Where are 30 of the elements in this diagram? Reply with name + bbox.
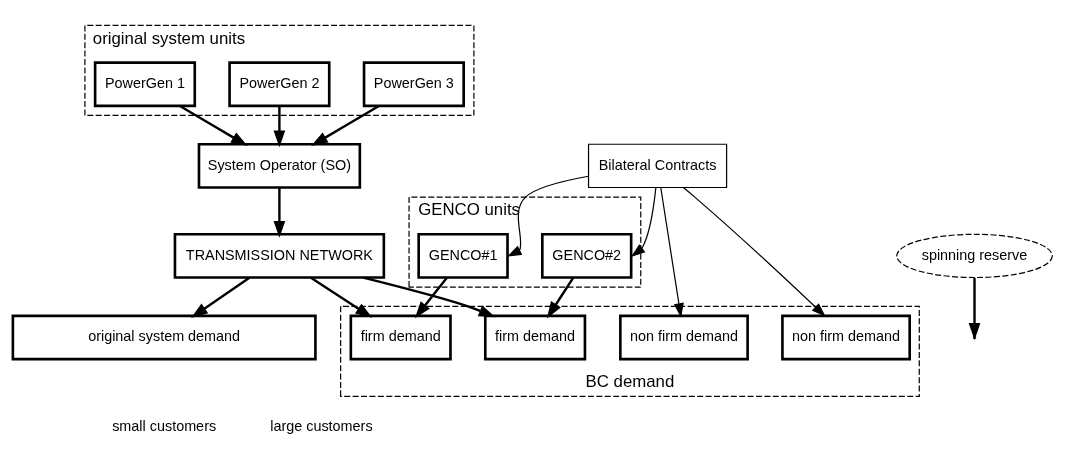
- node-box: GENCO#2: [541, 233, 633, 279]
- label: large customers: [270, 418, 373, 435]
- node-box: firm demand: [483, 314, 587, 361]
- node-box: PowerGen 1: [93, 61, 197, 108]
- node-box: Bilateral Contracts: [587, 143, 728, 189]
- node-box: non firm demand: [781, 314, 911, 361]
- arrow: [273, 106, 286, 148]
- arrow: [273, 187, 286, 238]
- node-ellipse: spinning reserve: [896, 233, 1053, 279]
- arrow: [191, 276, 251, 318]
- arrow: [682, 186, 826, 317]
- arrow: [310, 276, 373, 318]
- node-box: PowerGen 3: [362, 61, 465, 108]
- node-box: non firm demand: [619, 314, 749, 361]
- arrow: [414, 277, 448, 319]
- node-box: firm demand: [349, 314, 452, 361]
- arrow: [630, 187, 657, 258]
- node-box: original system demand: [11, 314, 317, 361]
- arrow: [546, 277, 575, 319]
- arrow: [507, 175, 589, 257]
- arrow: [968, 277, 981, 340]
- node-box: System Operator (SO): [197, 142, 362, 189]
- arrow: [311, 105, 380, 146]
- node-box: TRANSMISSION NETWORK: [173, 233, 386, 279]
- node-box: GENCO#1: [417, 233, 509, 279]
- arrow: [179, 105, 248, 146]
- node-box: PowerGen 2: [228, 61, 331, 108]
- arrow: [660, 186, 684, 318]
- arrow: [362, 276, 496, 318]
- label: small customers: [112, 418, 217, 435]
